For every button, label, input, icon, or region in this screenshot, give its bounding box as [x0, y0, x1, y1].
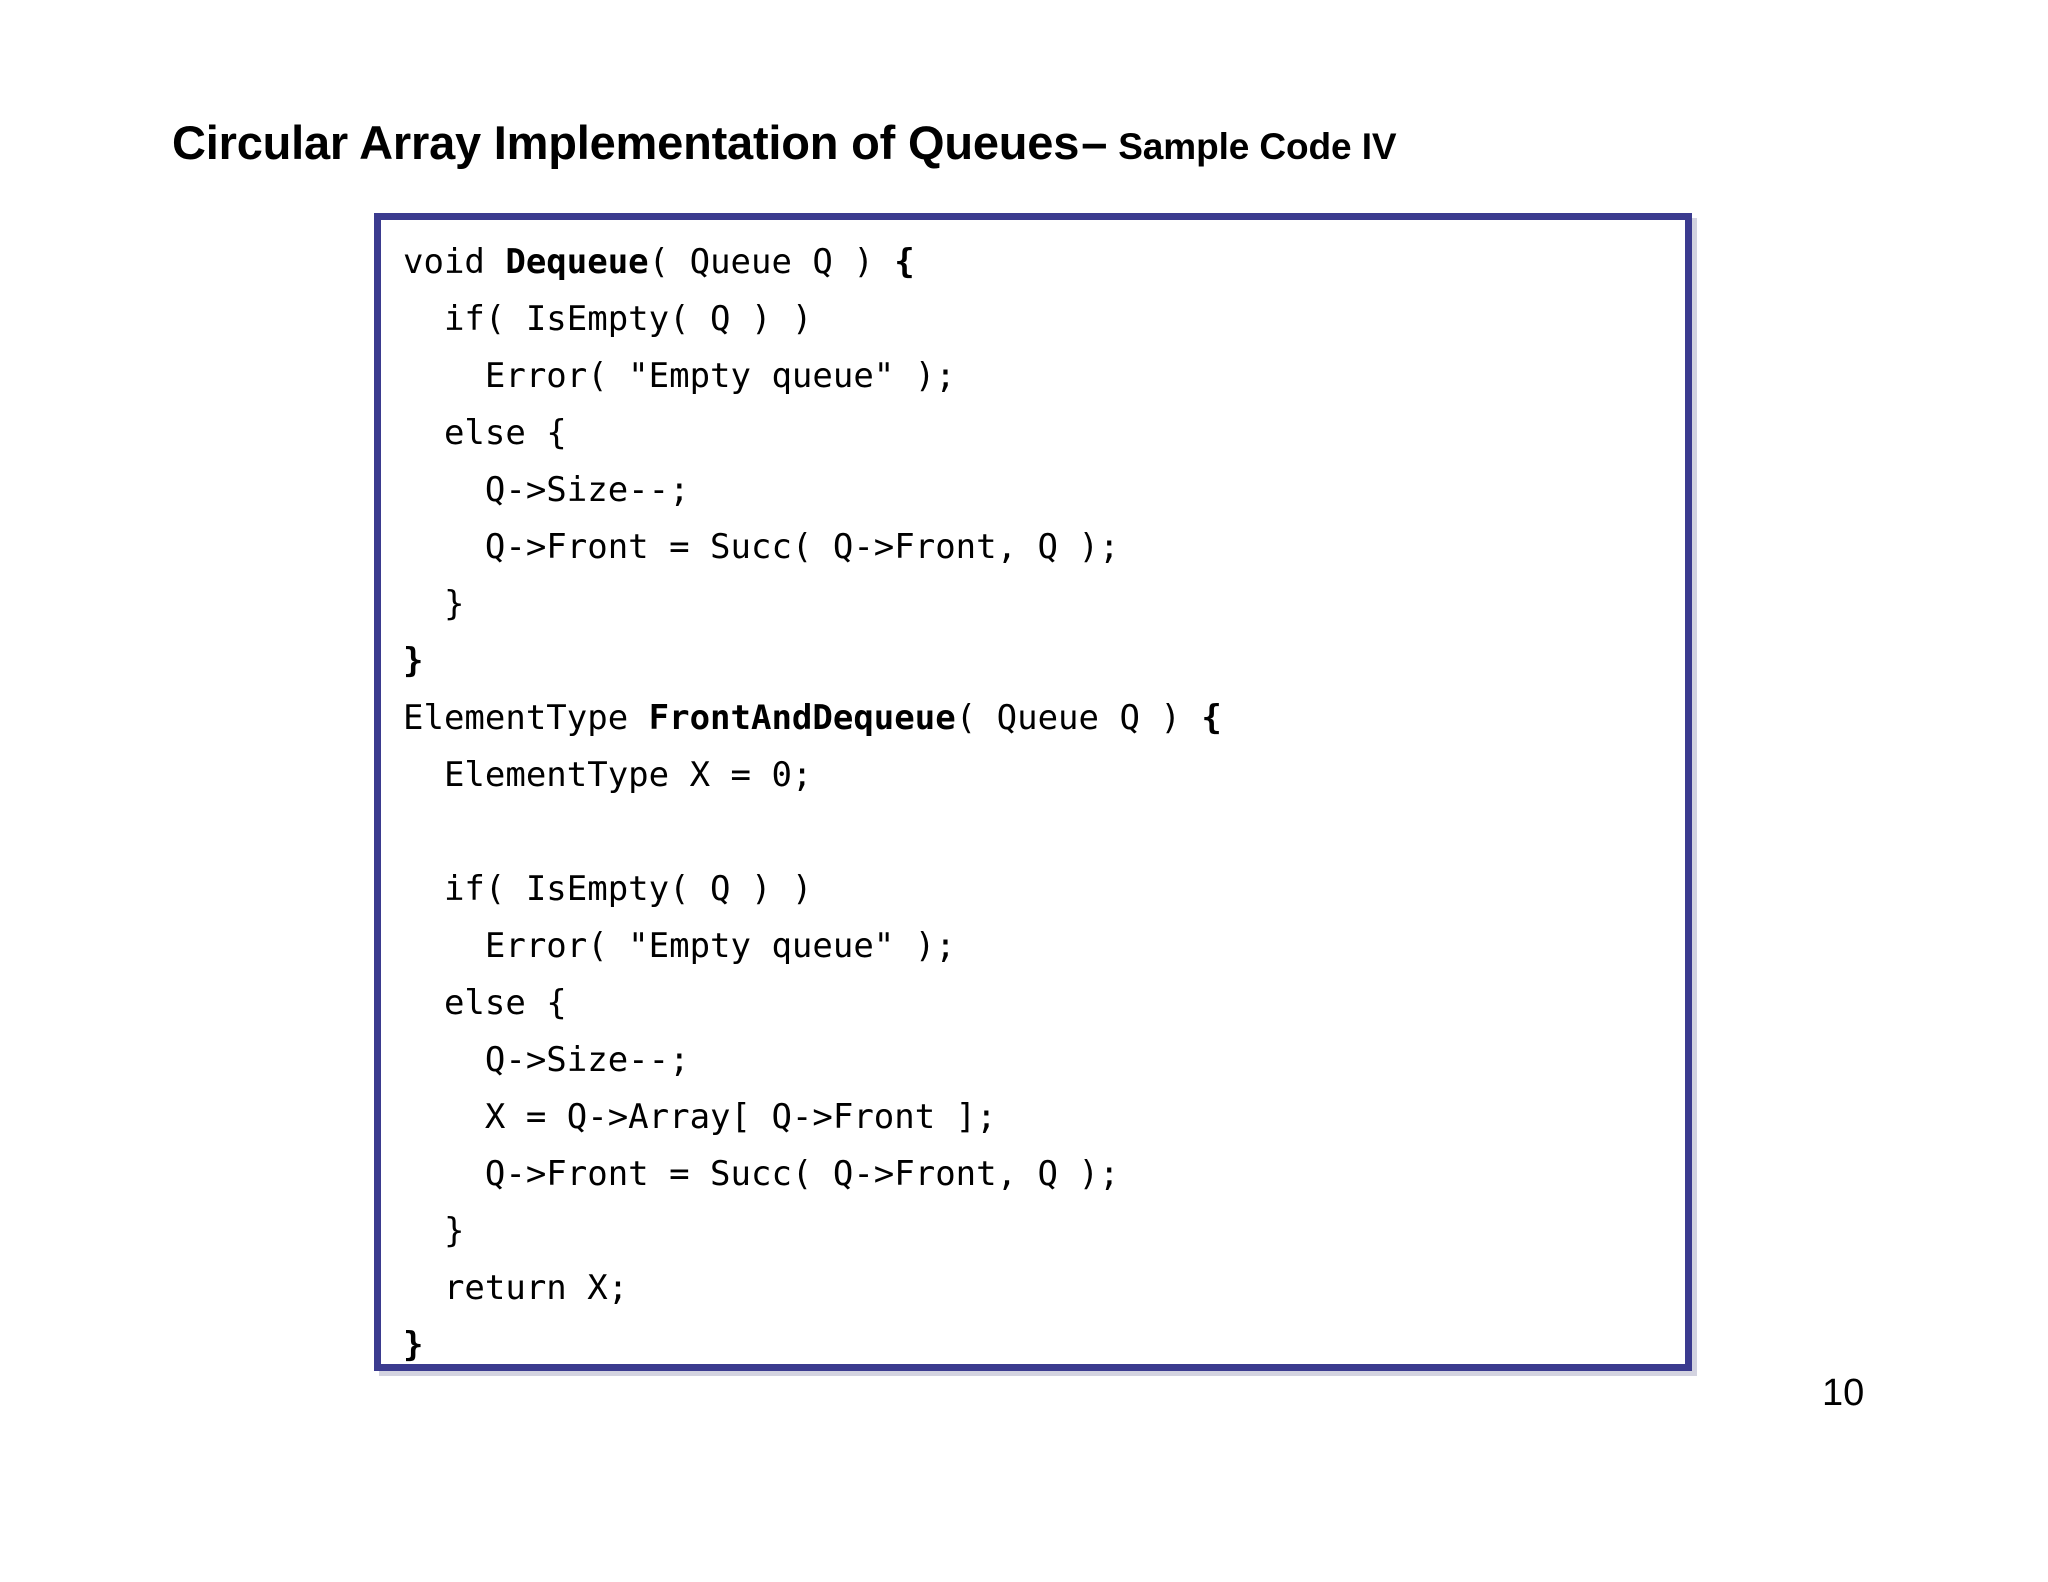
code-token: ElementType X = 0;	[403, 755, 813, 795]
code-line: return X;	[403, 1260, 1681, 1317]
code-line: if( IsEmpty( Q ) )	[403, 861, 1681, 918]
code-token-bold: {	[894, 242, 915, 282]
code-line: }	[403, 576, 1681, 633]
code-line: ElementType X = 0;	[403, 747, 1681, 804]
code-token: return X;	[403, 1268, 629, 1308]
code-token: ( Queue Q )	[955, 698, 1202, 738]
code-token: }	[403, 1211, 465, 1251]
code-token: ( Queue Q )	[648, 242, 895, 282]
page-title-dash: –	[1081, 116, 1108, 170]
code-token-bold: }	[403, 641, 424, 681]
page-title-main: Circular Array Implementation of Queues	[172, 116, 1080, 170]
code-token: if( IsEmpty( Q ) )	[403, 869, 813, 909]
code-token: X = Q->Array[ Q->Front ];	[403, 1097, 997, 1137]
code-line: }	[403, 1317, 1681, 1374]
code-token: ElementType	[403, 698, 649, 738]
code-token: }	[403, 584, 465, 624]
code-line: X = Q->Array[ Q->Front ];	[403, 1089, 1681, 1146]
code-line: if( IsEmpty( Q ) )	[403, 291, 1681, 348]
code-block-panel: void Dequeue( Queue Q ) { if( IsEmpty( Q…	[374, 213, 1692, 1371]
code-token: else {	[403, 983, 567, 1023]
code-line: void Dequeue( Queue Q ) {	[403, 234, 1681, 291]
code-token: Error( "Empty queue" );	[403, 926, 956, 966]
code-token-bold: FrontAndDequeue	[648, 698, 956, 738]
code-token: Q->Front = Succ( Q->Front, Q );	[403, 527, 1120, 567]
code-line: Error( "Empty queue" );	[403, 348, 1681, 405]
code-line: ElementType FrontAndDequeue( Queue Q ) {	[403, 690, 1681, 747]
code-token: void	[403, 242, 506, 282]
code-token: Q->Size--;	[403, 1040, 690, 1080]
code-token: Q->Front = Succ( Q->Front, Q );	[403, 1154, 1120, 1194]
code-line: }	[403, 1203, 1681, 1260]
code-line: Q->Size--;	[403, 462, 1681, 519]
code-line: Error( "Empty queue" );	[403, 918, 1681, 975]
page-number: 10	[1822, 1372, 1865, 1414]
code-line: Q->Front = Succ( Q->Front, Q );	[403, 1146, 1681, 1203]
code-line-blank	[403, 804, 1681, 861]
code-listing: void Dequeue( Queue Q ) { if( IsEmpty( Q…	[403, 234, 1681, 1365]
page-title-subtitle: Sample Code IV	[1118, 126, 1397, 168]
code-line: else {	[403, 975, 1681, 1032]
code-token: Q->Size--;	[403, 470, 690, 510]
code-line: Q->Size--;	[403, 1032, 1681, 1089]
code-token-bold: }	[403, 1325, 424, 1365]
code-token-bold: Dequeue	[505, 242, 649, 282]
code-line: Q->Front = Succ( Q->Front, Q );	[403, 519, 1681, 576]
page-title: Circular Array Implementation of Queues–…	[172, 118, 1932, 167]
code-token: else {	[403, 413, 567, 453]
code-token: Error( "Empty queue" );	[403, 356, 956, 396]
code-line: else {	[403, 405, 1681, 462]
code-token-bold: {	[1201, 698, 1222, 738]
code-token: if( IsEmpty( Q ) )	[403, 299, 813, 339]
code-line: }	[403, 633, 1681, 690]
